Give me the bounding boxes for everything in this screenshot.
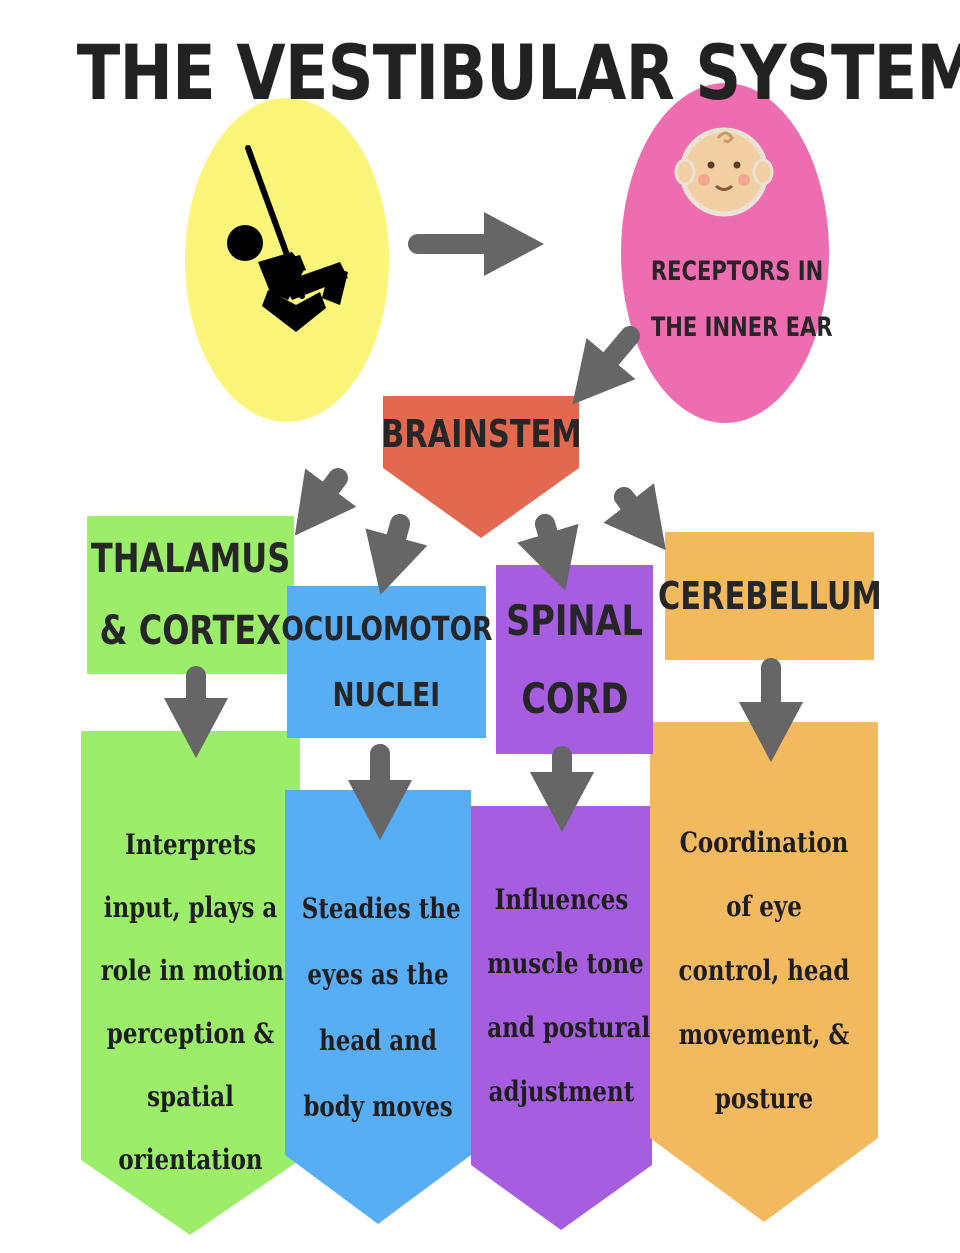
thalamus-desc-line-4: perception & (106, 1017, 275, 1050)
cerebellum-desc-line-5: posture (714, 1082, 814, 1115)
cerebellum-header-line-1: CEREBELLUM (657, 574, 882, 618)
thalamus-header-line-1: THALAMUS (90, 536, 291, 582)
oculomotor-desc-line-1: Steadies the (301, 892, 461, 925)
cerebellum-description: Coordination of eye control, head moveme… (650, 811, 878, 1131)
thalamus-desc-line-6: orientation (118, 1143, 263, 1176)
arrow-brainstem-to-cerebellum-overlay (603, 483, 666, 551)
baby-face-icon (674, 127, 774, 217)
receptors-line-1: RECEPTORS IN (650, 256, 824, 287)
oculomotor-description-shape (285, 790, 471, 1224)
arrow-receptors-to-brainstem (572, 326, 640, 405)
oculomotor-header-line-2: NUCLEI (332, 675, 441, 714)
thalamus-desc-line-2: input, plays a (103, 891, 278, 924)
oculomotor-desc-line-4: body moves (303, 1090, 453, 1123)
thalamus-desc-line-3: role in motion (100, 954, 284, 987)
spinal-desc-line-3: and postural (487, 1011, 651, 1044)
oculomotor-description: Steadies the eyes as the head and body m… (285, 876, 471, 1140)
thalamus-desc-line-1: Interprets (124, 828, 257, 861)
page-title: THE VESTIBULAR SYSTEM (76, 28, 960, 117)
spinal-cord-box: SPINAL CORD (496, 565, 653, 754)
brainstem-shape (383, 396, 579, 538)
spinal-description-shape (471, 806, 652, 1230)
oculomotor-desc-line-2: eyes as the (307, 958, 449, 991)
cerebellum-desc-line-1: Coordination (679, 826, 849, 859)
person-swinging-icon (227, 145, 348, 332)
thalamus-description: Interprets input, plays a role in motion… (81, 813, 300, 1191)
spinal-desc-line-4: adjustment (488, 1075, 635, 1108)
thalamus-description-shape (81, 731, 300, 1235)
thalamus-cortex-box: THALAMUS & CORTEX (87, 516, 294, 674)
arrow-brainstem-to-thalamus (294, 468, 357, 536)
cerebellum-desc-line-2: of eye (726, 890, 802, 923)
spinal-desc-line-2: muscle tone (487, 947, 644, 980)
oculomotor-header-line-1: OCULOMOTOR (280, 609, 493, 648)
brainstem-text: BRAINSTEM (380, 412, 582, 456)
cerebellum-box: CEREBELLUM (658, 532, 881, 660)
oculomotor-desc-line-3: head and (319, 1024, 437, 1057)
spinal-description: Influences muscle tone and postural adju… (471, 868, 652, 1124)
pink-circle (621, 83, 829, 423)
cerebellum-desc-line-3: control, head (678, 954, 850, 987)
receptors-label: RECEPTORS IN THE INNER EAR (630, 244, 833, 356)
cerebellum-desc-line-4: movement, & (678, 1018, 850, 1051)
oculomotor-nuclei-box: OCULOMOTOR NUCLEI (281, 586, 492, 738)
thalamus-desc-line-5: spatial (147, 1080, 234, 1113)
spinal-desc-line-1: Influences (494, 883, 629, 916)
thalamus-header-line-2: & CORTEX (99, 608, 282, 654)
brainstem-label: BRAINSTEM (380, 404, 582, 464)
arrow-brainstem-to-spinal-overlay (517, 514, 579, 591)
spinal-header-line-1: SPINAL (506, 595, 643, 645)
cerebellum-description-shape (650, 722, 878, 1222)
spinal-header-line-2: CORD (520, 673, 628, 723)
arrow-brainstem-to-oculomotor-overlay (365, 514, 428, 595)
